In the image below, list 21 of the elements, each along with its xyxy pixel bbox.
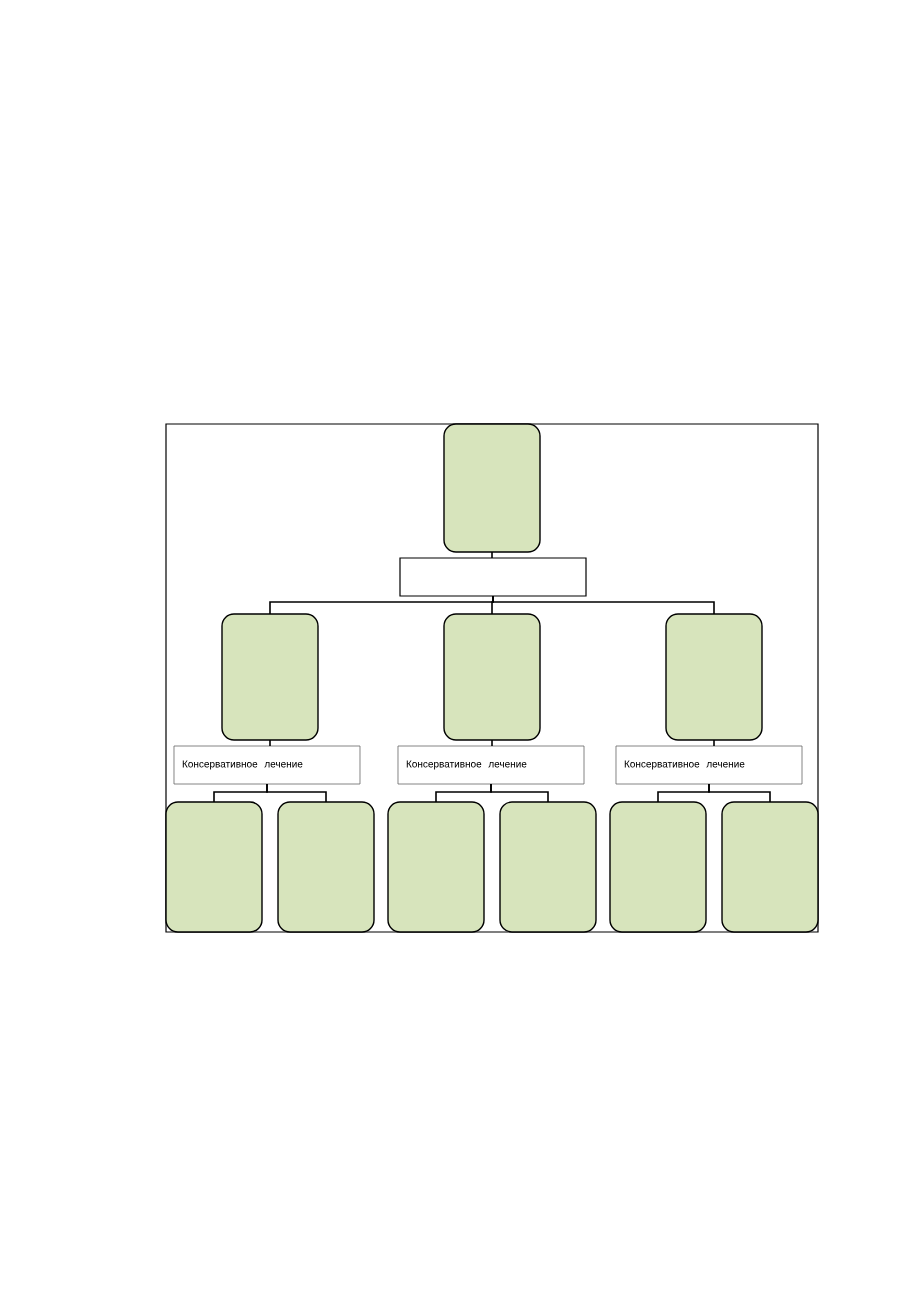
rounded-box [499, 801, 597, 933]
rounded-box [277, 801, 375, 933]
connector [492, 595, 715, 615]
rounded-box [609, 801, 707, 933]
connector [708, 783, 771, 803]
connector [269, 595, 494, 615]
rounded-box [165, 801, 263, 933]
rounded-box [721, 801, 819, 933]
connector [491, 739, 493, 747]
rounded-box [443, 613, 541, 741]
connector [266, 783, 327, 803]
connector [491, 551, 493, 559]
rounded-box [221, 613, 319, 741]
connector [491, 595, 494, 615]
connector [490, 783, 549, 803]
rounded-box [665, 613, 763, 741]
connector [269, 739, 271, 747]
rounded-box [387, 801, 485, 933]
rounded-box [443, 423, 541, 553]
connector [713, 739, 715, 747]
blank-box [399, 557, 587, 597]
